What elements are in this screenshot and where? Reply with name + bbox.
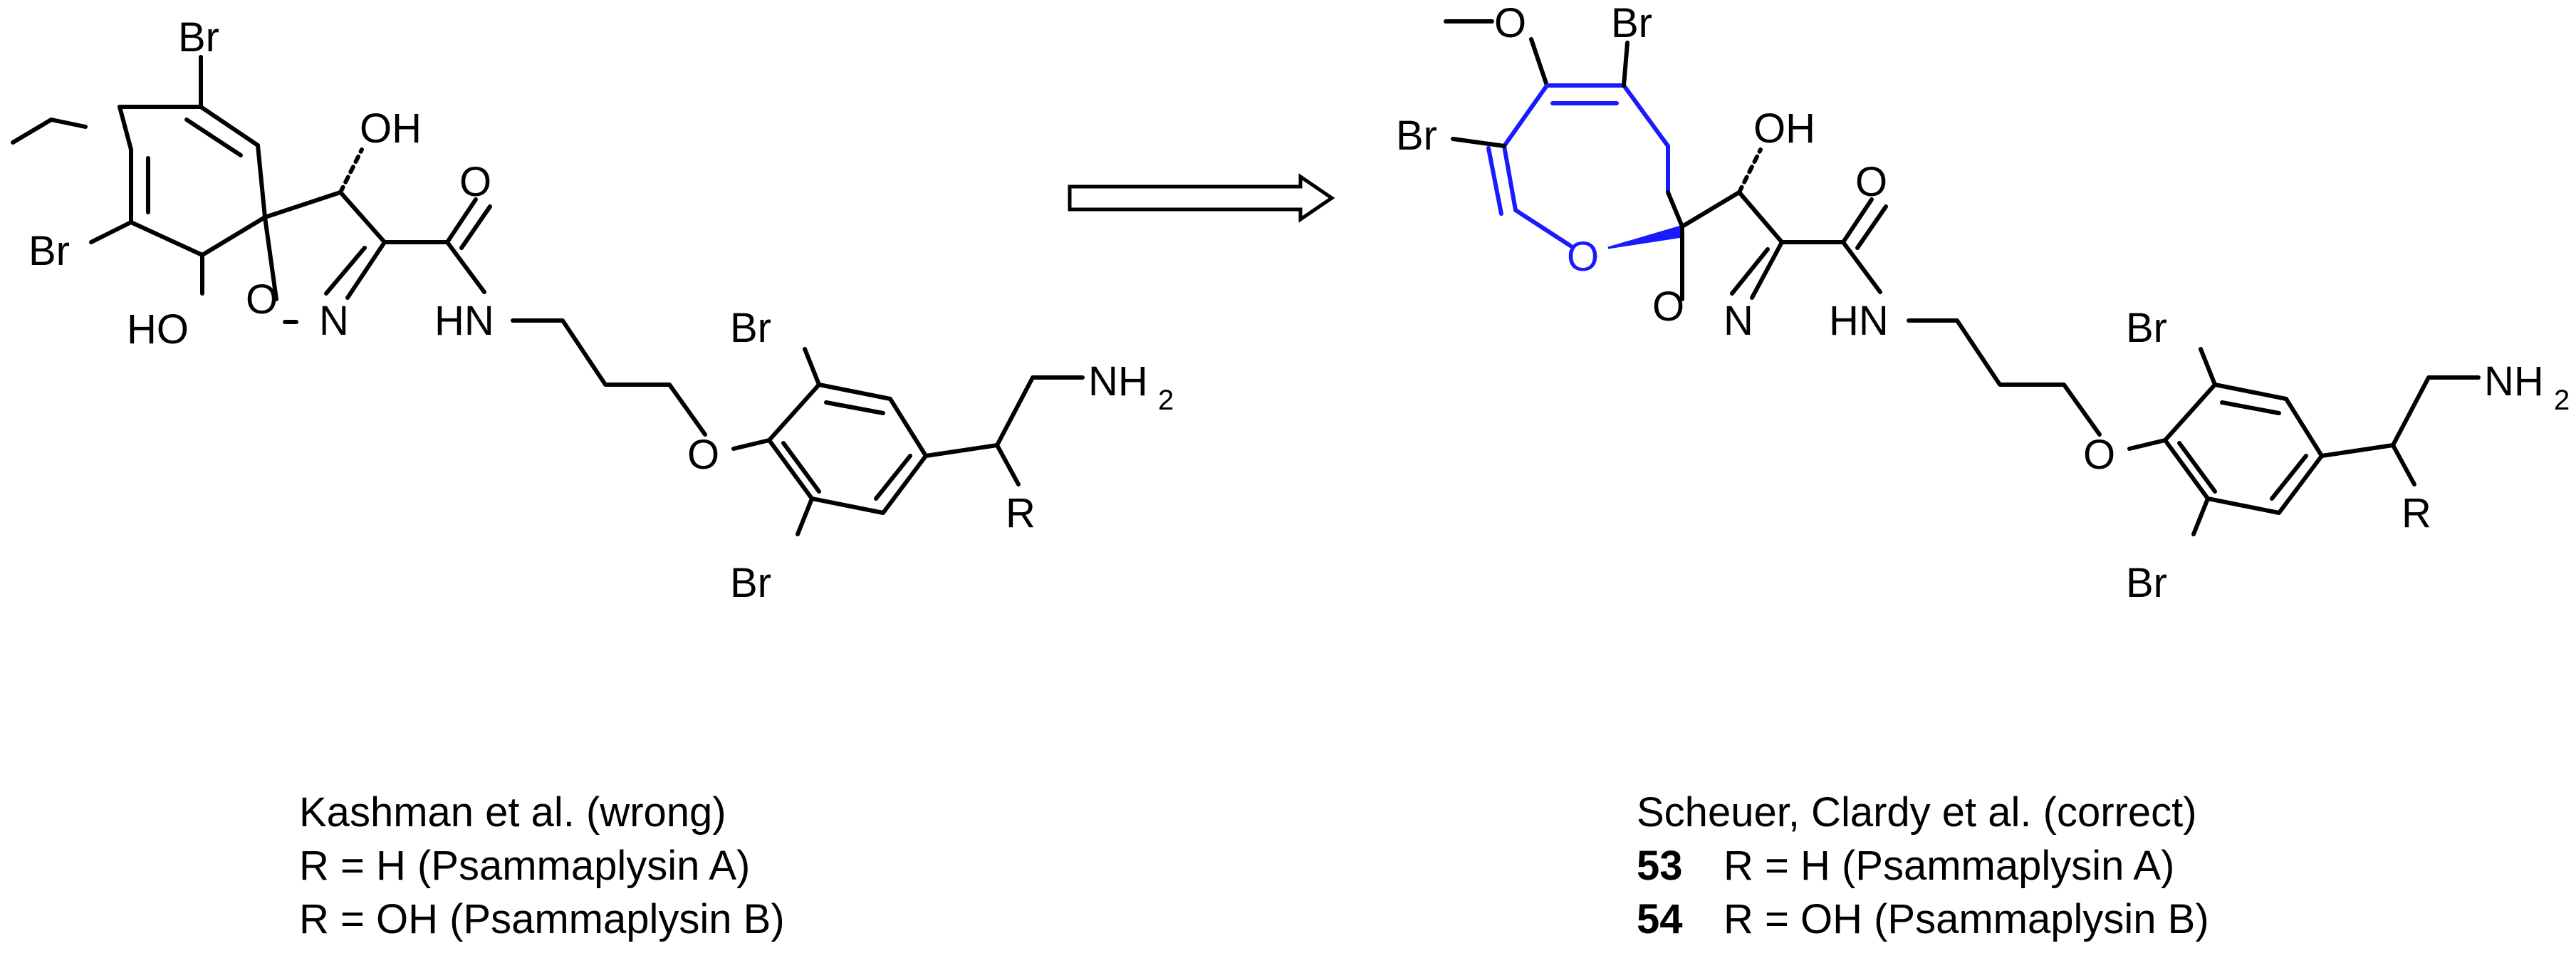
br-bond xyxy=(89,220,133,244)
ring-bond xyxy=(1666,190,1741,229)
aryl-double-bond xyxy=(2220,400,2281,415)
ring-double-bond-cn xyxy=(324,246,367,296)
caption-line: Scheuer, Clardy et al. (correct) xyxy=(1637,789,2197,836)
ring-bond xyxy=(256,143,267,219)
atom-br: Br xyxy=(1611,0,1652,46)
atom-oh: OH xyxy=(360,105,422,152)
oh-hashed-bond xyxy=(1737,147,1763,194)
atom-br: Br xyxy=(28,228,70,274)
aryl-br-bond xyxy=(2199,347,2217,387)
aryl-double-bond xyxy=(874,454,912,501)
atom-nh: NH xyxy=(1088,358,1148,405)
compound-number: 53 xyxy=(1637,843,1683,889)
r-bond xyxy=(2391,443,2416,486)
br-bond xyxy=(1622,41,1629,88)
aryl-double-bond xyxy=(824,400,885,415)
ring-double-bond-cn xyxy=(1730,247,1770,296)
atom-o: O xyxy=(246,276,278,323)
atom-o-ring: O xyxy=(1567,234,1599,280)
atom-subscript: 2 xyxy=(2554,385,2570,416)
atom-br: Br xyxy=(730,305,771,351)
caption-line: R = OH (Psammaplysin B) xyxy=(1724,896,2209,942)
carbonyl-double-bond xyxy=(459,204,492,250)
right-caption: Scheuer, Clardy et al. (correct) 53 R = … xyxy=(1637,789,2209,942)
aryl-ring xyxy=(2163,382,2324,515)
ring-bond xyxy=(118,105,133,152)
ring-bond xyxy=(338,190,387,244)
atom-o: O xyxy=(1494,0,1526,46)
aryl-ring xyxy=(767,382,928,515)
atom-br: Br xyxy=(2126,305,2167,351)
oxepine-bond xyxy=(1513,208,1573,248)
aryl-br-bond xyxy=(803,347,821,387)
ring-double-bond xyxy=(184,118,243,157)
oxepine-bond xyxy=(1622,83,1670,148)
reaction-arrow xyxy=(1068,173,1335,223)
atom-hn: HN xyxy=(1829,298,1889,344)
aryl-double-bond xyxy=(2177,441,2217,494)
oh-hashed-bond xyxy=(338,147,364,194)
left-caption: Kashman et al. (wrong) R = H (Psammaplys… xyxy=(299,789,785,942)
caption-line: R = H (Psammaplysin A) xyxy=(1724,843,2174,889)
atom-n: N xyxy=(1724,298,1753,344)
aryl-double-bond xyxy=(781,441,821,494)
atom-o: O xyxy=(459,159,491,205)
atom-o: O xyxy=(2083,432,2115,478)
atom-br: Br xyxy=(730,560,771,606)
atom-o: O xyxy=(1855,159,1887,205)
br-bond xyxy=(1451,137,1506,148)
amide-n-bond xyxy=(1841,240,1882,294)
atom-r: R xyxy=(1006,490,1036,536)
aryl-br-bond xyxy=(2191,496,2210,536)
carbonyl-bond xyxy=(445,197,478,244)
caption-line: R = OH (Psammaplysin B) xyxy=(299,896,785,942)
atom-o: O xyxy=(687,432,719,478)
aryl-o-bond xyxy=(731,438,771,451)
aryl-o-bond xyxy=(2127,438,2167,451)
right-structure-scheuer-clardy: O Br Br OH O O O N HN O Br Br NH 2 R xyxy=(1396,0,2570,606)
atom-subscript: 2 xyxy=(1158,385,1174,416)
ring-bond xyxy=(345,240,387,300)
propyl-linker xyxy=(511,318,707,437)
ethylamine-chain xyxy=(924,375,1085,458)
ethylamine-chain xyxy=(2320,375,2481,458)
ring-bond xyxy=(129,220,204,257)
ring-bond xyxy=(263,215,278,301)
compound-number: 54 xyxy=(1637,896,1683,942)
amide-n-bond xyxy=(445,240,486,294)
carbonyl-bond xyxy=(1841,197,1874,244)
oxepine-wedge-bond xyxy=(1607,225,1684,249)
atom-br: Br xyxy=(1396,113,1437,159)
caption-line: R = H (Psammaplysin A) xyxy=(299,843,750,889)
aryl-double-bond xyxy=(2270,454,2308,501)
ring-bond xyxy=(1750,240,1784,300)
ring-bond xyxy=(263,190,343,219)
atom-br: Br xyxy=(2126,560,2167,606)
atom-n: N xyxy=(319,298,349,344)
oxepine-bond xyxy=(1502,144,1518,212)
oxepine-double-bond xyxy=(1486,146,1503,216)
caption-line: Kashman et al. (wrong) xyxy=(299,789,726,836)
aryl-br-bond xyxy=(796,496,814,536)
methoxy-bond xyxy=(11,118,88,145)
r-bond xyxy=(995,443,1021,486)
atom-ho: HO xyxy=(127,306,189,353)
atom-hn: HN xyxy=(434,298,494,344)
atom-oh: OH xyxy=(1753,105,1815,152)
atom-r: R xyxy=(2402,490,2431,536)
methoxy-bond xyxy=(1529,37,1549,88)
oxepine-bond xyxy=(1502,83,1549,148)
carbonyl-double-bond xyxy=(1855,204,1888,250)
propyl-linker xyxy=(1907,318,2102,437)
ring-bond xyxy=(200,215,267,257)
left-structure-kashman: Br OH O Br HO O N HN O Br Br NH 2 R xyxy=(11,14,1174,606)
atom-br: Br xyxy=(178,14,219,61)
ring-bond xyxy=(199,105,260,147)
atom-nh: NH xyxy=(2484,358,2544,405)
atom-o: O xyxy=(1652,283,1684,330)
ring-bond xyxy=(1737,190,1784,244)
